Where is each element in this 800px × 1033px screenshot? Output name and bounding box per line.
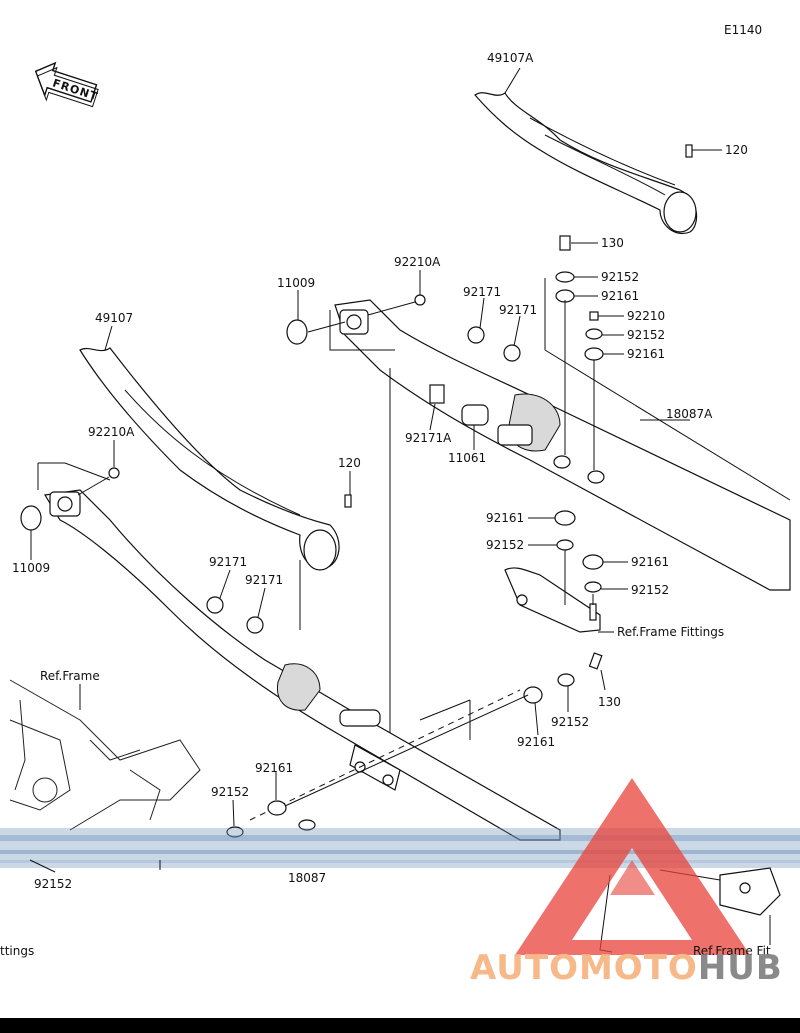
muffler-right [329,278,791,742]
label-49107A: 49107A [487,51,534,65]
front-arrow: FRONT [34,61,100,108]
label-92171-d: 92171 [245,573,283,587]
label-ref-frame-fittings: Ref.Frame Fittings [617,625,724,639]
label-92161-a: 92161 [601,289,639,303]
label-92210A-top: 92210A [394,255,441,269]
label-92152-e: 92152 [551,715,589,729]
muffler-left [37,462,561,841]
label-92171-b: 92171 [499,303,537,317]
watermark-part2: HUB [697,948,783,988]
label-18087A: 18087A [666,407,713,421]
label-130-low: 130 [598,695,621,709]
label-92171-a: 92171 [463,285,501,299]
label-ref-frame-fittings-left: ttings [0,944,34,958]
label-130-top: 130 [601,236,624,250]
label-92171A: 92171A [405,431,452,445]
heat-shield-left [79,325,340,571]
label-92210: 92210 [627,309,665,323]
label-92161-e: 92161 [517,735,555,749]
label-ref-frame: Ref.Frame [40,669,100,683]
heat-shield-upper [474,67,698,234]
label-49107: 49107 [95,311,133,325]
frame-bracket-right [504,567,601,633]
label-120-top: 120 [725,143,748,157]
label-92152-a: 92152 [601,270,639,284]
watermark-logo-triangle [515,778,750,955]
label-11061: 11061 [448,451,486,465]
label-92171-c: 92171 [209,555,247,569]
label-18087: 18087 [288,871,326,885]
label-92161-f: 92161 [255,761,293,775]
label-92152-d: 92152 [631,583,669,597]
leader-lines [30,149,722,827]
label-92152-c: 92152 [486,538,524,552]
label-120-mid: 120 [338,456,361,470]
label-92152-f: 92152 [211,785,249,799]
frame-sketch [9,679,201,831]
label-92161-c: 92161 [486,511,524,525]
label-92152-b: 92152 [627,328,665,342]
label-11009-top: 11009 [277,276,315,290]
bottom-black-bar [0,1018,800,1033]
label-92152-g: 92152 [34,877,72,891]
label-92161-b: 92161 [627,347,665,361]
label-92161-d: 92161 [631,555,669,569]
diagram-code: E1140 [724,23,763,37]
label-92210A-left: 92210A [88,425,135,439]
part-labels: 49107A 120 130 92152 92161 92210 92152 9… [0,51,771,958]
label-ref-frame-fittings-right: Ref.Frame Fit [693,944,771,958]
watermark-text: AUTOMOTOHUB [470,948,783,988]
watermark-part1: AUTOMOTO [470,948,698,988]
label-11009-left: 11009 [12,561,50,575]
